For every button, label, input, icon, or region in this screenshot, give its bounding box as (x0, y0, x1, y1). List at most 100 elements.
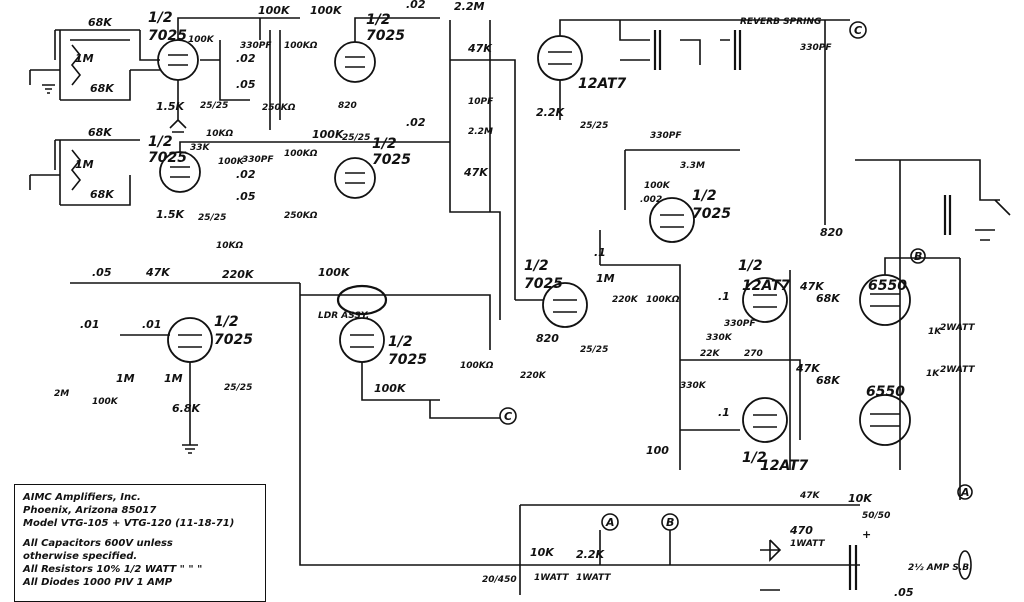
tube-12at7-reverb-type: 12AT7 (578, 76, 627, 92)
label-25-25-top: 25/25 (200, 101, 228, 111)
label-33k: 33K (190, 143, 211, 153)
label-2-2k-ps: 2.2K (576, 548, 605, 561)
label-50-50: 50/50 (862, 511, 890, 521)
tube-7025-trem (167, 317, 213, 363)
tube-v1a (157, 39, 199, 81)
label-22k: 22K (700, 349, 721, 359)
label-330pf-pi: 330PF (724, 319, 756, 329)
label-1watt-b: 1WATT (576, 573, 611, 583)
label-reverb-spring: REVERB SPRING (740, 17, 821, 27)
label-1m-top: 1M (75, 52, 94, 65)
node-c-bottom-label: C (504, 410, 512, 423)
label-47k-trem: 47K (145, 266, 171, 279)
node-c-top (849, 21, 867, 39)
label-100k-top2: 100K (310, 4, 343, 17)
label-68k-in2b: 68K (90, 188, 115, 201)
input-section-2: 68K 1M 68K 1/2 7025 33K 1.5K 100K 330PF … (29, 20, 516, 320)
label-100k-trem: 100K (92, 397, 119, 407)
label-100k-in2: 100K (218, 157, 245, 167)
label-2-2m-top: 2.2M (454, 0, 484, 13)
tube-v1b (334, 41, 376, 83)
ldr-assembly (336, 284, 388, 316)
label-470: 470 (789, 524, 813, 537)
node-b-ps-label: B (666, 516, 674, 529)
label-01-trem-b: .01 (142, 318, 162, 331)
tube-12at7-a-half: 1/2 (738, 258, 763, 274)
label-1k-b: 1K (926, 369, 940, 379)
input-section-1: 68K 1M 68K 1/2 7025 1.5K 100K .02 .05 25… (29, 0, 493, 143)
tube-v2b (334, 157, 376, 199)
tube-7025-ldr-half: 1/2 (388, 334, 413, 350)
fuse-holder (958, 550, 972, 580)
label-1watt-a: 1WATT (534, 573, 569, 583)
label-1m-mix: 1M (596, 272, 615, 285)
tube-6550-b (859, 394, 911, 446)
label-25-25-mix: 25/25 (580, 345, 608, 355)
note-capacitors-2: otherwise specified. (23, 551, 138, 562)
label-plus: + (862, 528, 871, 541)
company-address: Phoenix, Arizona 85017 (23, 505, 157, 516)
node-c-top-label: C (854, 24, 862, 37)
tube-7025-pi (649, 197, 695, 243)
label-1m-trem-a: 1M (116, 372, 135, 385)
tube-v2a-type: 7025 (148, 150, 187, 166)
label-1-5k-in2: 1.5K (156, 208, 185, 221)
label-820-pi: 820 (820, 226, 843, 239)
tube-6550-a-type: 6550 (868, 278, 907, 294)
company-name: AIMC Amplifiers, Inc. (23, 492, 141, 503)
note-capacitors-1: All Capacitors 600V unless (23, 538, 173, 549)
tube-12at7-reverb (537, 35, 583, 81)
power-supply-section: 20/450 10K 1WATT 2.2K 1WATT A B 470 1WAT… (482, 491, 973, 599)
tube-7025-ldr-type: 7025 (388, 352, 427, 368)
tube-6550-b-type: 6550 (866, 384, 905, 400)
label-100k-pot-out: 100KΩ (460, 361, 494, 371)
label-2m-pot: 2M (54, 389, 69, 399)
label-2-2m-mid: 2.2M (468, 127, 493, 137)
label-25-25-trem: 25/25 (224, 383, 252, 393)
tube-7025-pi-half: 1/2 (692, 188, 717, 204)
label-220k-mix: 220K (612, 295, 639, 305)
label-68k-top: 68K (88, 16, 113, 29)
label-330pf-reverb: 330PF (800, 43, 832, 53)
label-25-25-reverb: 25/25 (580, 121, 608, 131)
label-2-2k-reverb: 2.2K (536, 106, 565, 119)
label-10k-ps2: 10K (848, 492, 873, 505)
tube-7025-pi-type: 7025 (692, 206, 731, 222)
note-diodes: All Diodes 1000 PIV 1 AMP (23, 577, 173, 588)
label-05-ps: .05 (894, 586, 914, 599)
label-100k-plate: 100K (188, 35, 215, 45)
tube-v2b-type: 7025 (372, 152, 411, 168)
label-270: 270 (744, 349, 763, 359)
node-b-pwr-label: B (914, 250, 922, 263)
label-250k-pot-top: 250KΩ (262, 103, 296, 113)
label-100k-pot-top: 100KΩ (284, 41, 318, 51)
label-002: .002 (640, 195, 662, 205)
label-47k-pi2: 47K (795, 362, 821, 375)
label-47k-top: 47K (467, 42, 493, 55)
label-amp-sb: 2½ AMP S.B. (908, 563, 973, 573)
notes-box: AIMC Amplifiers, Inc. Phoenix, Arizona 8… (14, 484, 266, 602)
label-330pf-feedback: 330PF (650, 131, 682, 141)
tube-7025-trem-type: 7025 (214, 332, 253, 348)
label-1m-trem-b: 1M (164, 372, 183, 385)
tube-12at7-a-type: 12AT7 (742, 278, 791, 294)
label-100k-in2-top: 100K (312, 128, 345, 141)
label-100k-pot-mix: 100KΩ (646, 295, 680, 305)
tube-12at7-b-type: 12AT7 (760, 458, 809, 474)
label-250k-in2: 250KΩ (284, 211, 318, 221)
tube-v2a-half: 1/2 (148, 134, 173, 150)
label-47k-pi: 47K (799, 280, 825, 293)
node-a-ps (601, 513, 619, 531)
label-10pf: 10PF (468, 97, 494, 107)
tube-12at7-b (742, 397, 788, 443)
label-05-top: .05 (236, 78, 256, 91)
tube-v1b-half: 1/2 (366, 12, 391, 28)
label-100: 100 (646, 444, 669, 457)
label-3-3m: 3.3M (680, 161, 705, 171)
tube-v2b-half: 1/2 (372, 136, 397, 152)
label-02-in2: .02 (236, 168, 256, 181)
label-1m-in2: 1M (75, 158, 94, 171)
tube-12at7-a (742, 277, 788, 323)
label-1-5k-top: 1.5K (156, 100, 185, 113)
